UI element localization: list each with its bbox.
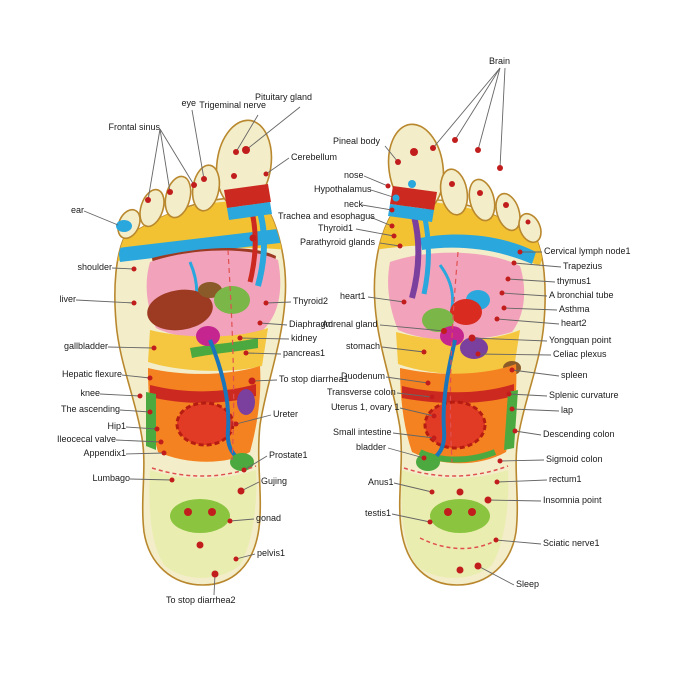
- reflex-point-dots: [131, 137, 531, 578]
- right-foot-toes: [387, 123, 542, 244]
- leader-lines: [75, 67, 562, 596]
- left-foot: [114, 119, 287, 586]
- ear-zone: [116, 220, 132, 232]
- left-foot-toes: [116, 119, 273, 240]
- right-foot: [373, 123, 546, 586]
- right-foot-zones: [374, 200, 546, 578]
